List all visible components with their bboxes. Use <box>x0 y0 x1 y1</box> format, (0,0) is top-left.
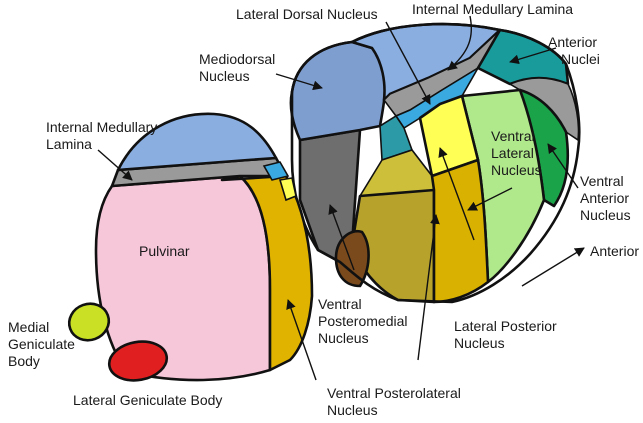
ventral-posterolateral-nucleus-region <box>432 160 488 302</box>
label-ventral-anterior-2: Anterior <box>580 190 629 206</box>
label-anterior-direction: Anterior <box>590 243 639 259</box>
label-medial-geniculate-1: Medial <box>8 319 49 335</box>
ventral-olive-upper <box>360 150 434 196</box>
label-ventral-posteromedial-1: Ventral <box>318 296 362 312</box>
label-ventral-posteromedial-2: Posteromedial <box>318 313 408 329</box>
label-anterior-nuclei-1: Anterior <box>548 34 597 50</box>
label-ventral-posterolateral-1: Ventral Posterolateral <box>327 385 461 401</box>
label-pulvinar: Pulvinar <box>139 243 190 259</box>
label-ventral-lateral-1: Ventral <box>491 128 535 144</box>
label-mediodorsal-1: Mediodorsal <box>199 51 275 67</box>
label-internal-medullary-lamina-left-1: Internal Medullary <box>46 119 157 135</box>
label-lateral-dorsal-nucleus: Lateral Dorsal Nucleus <box>236 6 378 22</box>
label-anterior-nuclei-2: Nuclei <box>561 51 600 67</box>
label-ventral-lateral-2: Lateral <box>491 145 534 161</box>
label-lateral-posterior-2: Nucleus <box>454 335 505 351</box>
label-internal-medullary-lamina-left-2: Lamina <box>46 136 92 152</box>
label-internal-medullary-lamina-top: Internal Medullary Lamina <box>412 1 573 17</box>
label-ventral-anterior-3: Nucleus <box>580 207 631 223</box>
label-ventral-posterolateral-2: Nucleus <box>327 402 378 418</box>
label-mediodorsal-2: Nucleus <box>199 68 250 84</box>
ventral-posteromedial-nucleus-region <box>336 231 369 286</box>
label-ventral-lateral-3: Nucleus <box>491 162 542 178</box>
label-medial-geniculate-2: Geniculate <box>8 336 75 352</box>
label-ventral-posteromedial-3: Nucleus <box>318 330 369 346</box>
label-ventral-anterior-1: Ventral <box>580 173 624 189</box>
mediodorsal-nucleus-region <box>291 42 385 140</box>
label-medial-geniculate-3: Body <box>8 353 40 369</box>
label-lateral-posterior-1: Lateral Posterior <box>454 318 557 334</box>
label-lateral-geniculate-body: Lateral Geniculate Body <box>73 392 222 408</box>
